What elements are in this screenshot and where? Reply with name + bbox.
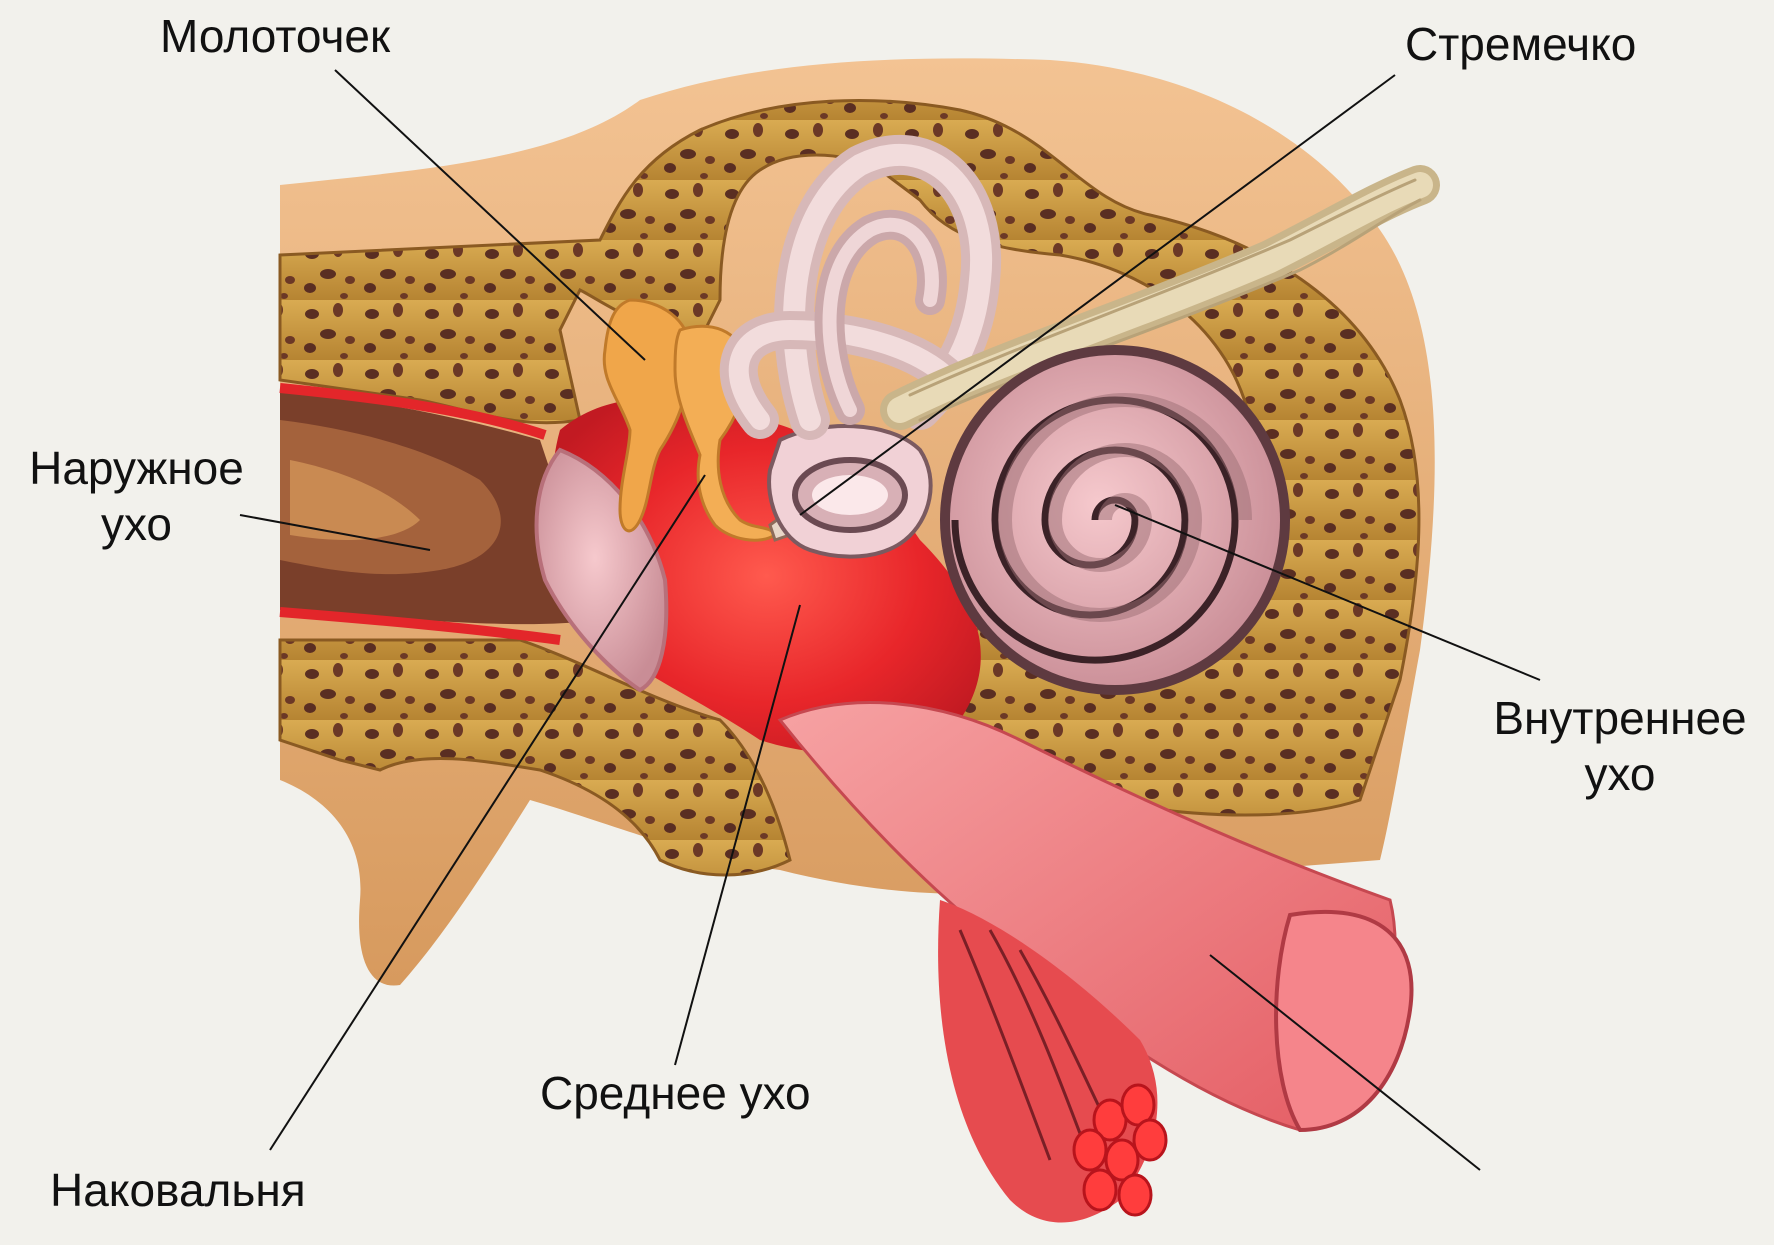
cochlea: [940, 345, 1290, 695]
label-middle-ear: Среднее ухо: [540, 1065, 811, 1121]
label-inner-ear: Внутреннее ухо: [1470, 690, 1770, 802]
label-incus: Наковальня: [50, 1162, 306, 1218]
label-malleus: Молоточек: [160, 8, 390, 64]
label-stapes: Стремечко: [1405, 16, 1636, 72]
label-outer-ear: Наружное ухо: [14, 440, 259, 552]
